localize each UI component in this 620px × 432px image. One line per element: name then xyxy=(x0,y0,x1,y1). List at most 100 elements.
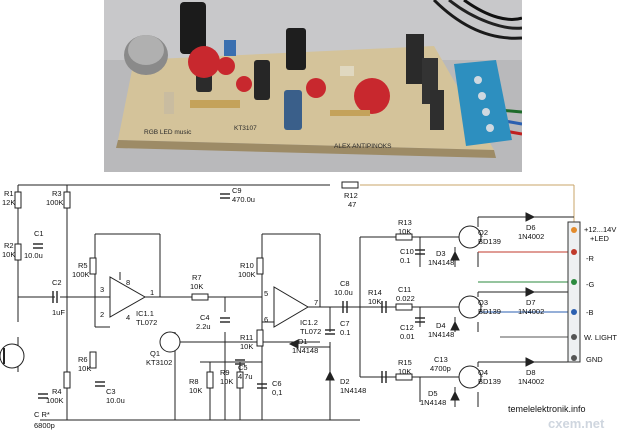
capacitor-symbols xyxy=(33,193,425,399)
r6-label: R6 xyxy=(78,355,88,364)
d4-label: D4 xyxy=(436,321,446,330)
q3-label: Q3 xyxy=(478,298,488,307)
d6-label: D6 xyxy=(526,223,536,232)
c5-label: C5 xyxy=(238,363,248,372)
c9-label: C9 xyxy=(232,186,242,195)
c13-label: C13 xyxy=(434,355,448,364)
connector-led: +LED xyxy=(590,234,610,243)
d8-value: 1N4002 xyxy=(518,377,544,386)
pcb-text-right: ALEX ANTIPINOKS xyxy=(334,143,392,150)
d3-value: 1N4148 xyxy=(428,258,454,267)
opamp-pin-4: 4 xyxy=(126,313,130,322)
c6-label: C6 xyxy=(272,379,282,388)
pcb-photo: RGB LED music ALEX ANTIPINOKS KT3107 xyxy=(104,0,522,172)
c10-label: C10 xyxy=(400,247,414,256)
connector-strip xyxy=(567,221,581,363)
cr-value: 6800p xyxy=(34,421,55,430)
c3-label: C3 xyxy=(106,387,116,396)
connector-b: -B xyxy=(586,308,594,317)
r11-label: R11 xyxy=(240,333,253,342)
r4-value: 100K xyxy=(46,396,64,405)
opamp-pin-7: 7 xyxy=(314,298,318,307)
c8-label: C8 xyxy=(340,279,350,288)
connector-vplus: +12...14V xyxy=(584,225,616,234)
ic2-value: TL072 xyxy=(300,327,321,336)
d5-label: D5 xyxy=(428,389,438,398)
d2-value: 1N4148 xyxy=(340,386,366,395)
q2-value: BD139 xyxy=(478,237,501,246)
r14-label: R14 xyxy=(368,288,382,297)
watermark-site: temelelektronik.info xyxy=(508,404,586,414)
r4-label: R4 xyxy=(52,387,62,396)
component-labels: R1 12K R2 10K R3 100K R4 100K R5 100K R6… xyxy=(2,186,617,430)
d6-value: 1N4002 xyxy=(518,232,544,241)
c1-label: C1 xyxy=(34,229,44,238)
q3-value: BD139 xyxy=(478,307,501,316)
c11-label: C11 xyxy=(398,285,411,294)
opamp-pin-1: 1 xyxy=(150,288,154,297)
connector-g: -G xyxy=(586,280,594,289)
r5-value: 100K xyxy=(72,270,90,279)
r7-value: 10K xyxy=(190,282,203,291)
opamp-pin-5: 5 xyxy=(264,289,268,298)
microphone-icon xyxy=(0,343,25,369)
opamp-2 xyxy=(273,286,309,328)
c8-value: 10.0u xyxy=(334,288,353,297)
r11-value: 10K xyxy=(240,342,253,351)
r6-value: 10K xyxy=(78,364,91,373)
c4-label: C4 xyxy=(200,313,210,322)
opamp-pin-2: 2 xyxy=(100,310,104,319)
r3-label: R3 xyxy=(52,189,62,198)
colored-leads xyxy=(478,251,574,338)
r13-label: R13 xyxy=(398,218,412,227)
ic1-label: IC1.1 xyxy=(136,309,154,318)
r12-value: 47 xyxy=(348,200,356,209)
resistor-symbols xyxy=(14,181,413,389)
r8-label: R8 xyxy=(189,377,199,386)
q1-label: Q1 xyxy=(150,349,160,358)
c9-value: 470.0u xyxy=(232,195,255,204)
opamp-pin-8: 8 xyxy=(126,278,130,287)
c3-value: 10.0u xyxy=(106,396,125,405)
ic2-label: IC1.2 xyxy=(300,318,318,327)
c11-value: 0.022 xyxy=(396,294,415,303)
r1-label: R1 xyxy=(4,189,14,198)
r10-label: R10 xyxy=(240,261,254,270)
c5-value: 4.7u xyxy=(238,372,253,381)
c4-value: 2.2u xyxy=(196,322,211,331)
q1-value: KT3102 xyxy=(146,358,172,367)
c1-value: 10.0u xyxy=(24,251,43,260)
d8-label: D8 xyxy=(526,368,536,377)
pcb-text-left: RGB LED music xyxy=(144,129,192,136)
diode-symbols xyxy=(288,212,536,401)
d2-label: D2 xyxy=(340,377,350,386)
d3-label: D3 xyxy=(436,249,446,258)
connector-r: -R xyxy=(586,254,594,263)
c7-label: C7 xyxy=(340,319,350,328)
r10-value: 100K xyxy=(238,270,256,279)
cr-label: C R* xyxy=(34,410,50,419)
r13-value: 10K xyxy=(398,227,411,236)
c10-value: 0.1 xyxy=(400,256,410,265)
pcb-text-center: KT3107 xyxy=(234,125,257,132)
r9-value: 10K xyxy=(220,377,233,386)
connector-gnd: GND xyxy=(586,355,603,364)
r8-value: 10K xyxy=(189,386,202,395)
opamp-pin-6: 6 xyxy=(264,315,268,324)
r12-label: R12 xyxy=(344,191,358,200)
r15-value: 10K xyxy=(398,367,411,376)
c7-value: 0.1 xyxy=(340,328,350,337)
connector-wlight: W. LIGHT xyxy=(584,333,617,342)
c12-label: C12 xyxy=(400,323,414,332)
q2-label: Q2 xyxy=(478,228,488,237)
d4-value: 1N4148 xyxy=(428,330,454,339)
d5-value: 1N4148 xyxy=(420,398,446,407)
d1-label: D1 xyxy=(298,337,308,346)
r15-label: R15 xyxy=(398,358,412,367)
r3-value: 100K xyxy=(46,198,64,207)
d7-value: 1N4002 xyxy=(518,307,544,316)
d7-label: D7 xyxy=(526,298,536,307)
c2-label: C2 xyxy=(52,278,62,287)
circuit-schematic: R1 12K R2 10K R3 100K R4 100K R5 100K R6… xyxy=(0,181,617,431)
